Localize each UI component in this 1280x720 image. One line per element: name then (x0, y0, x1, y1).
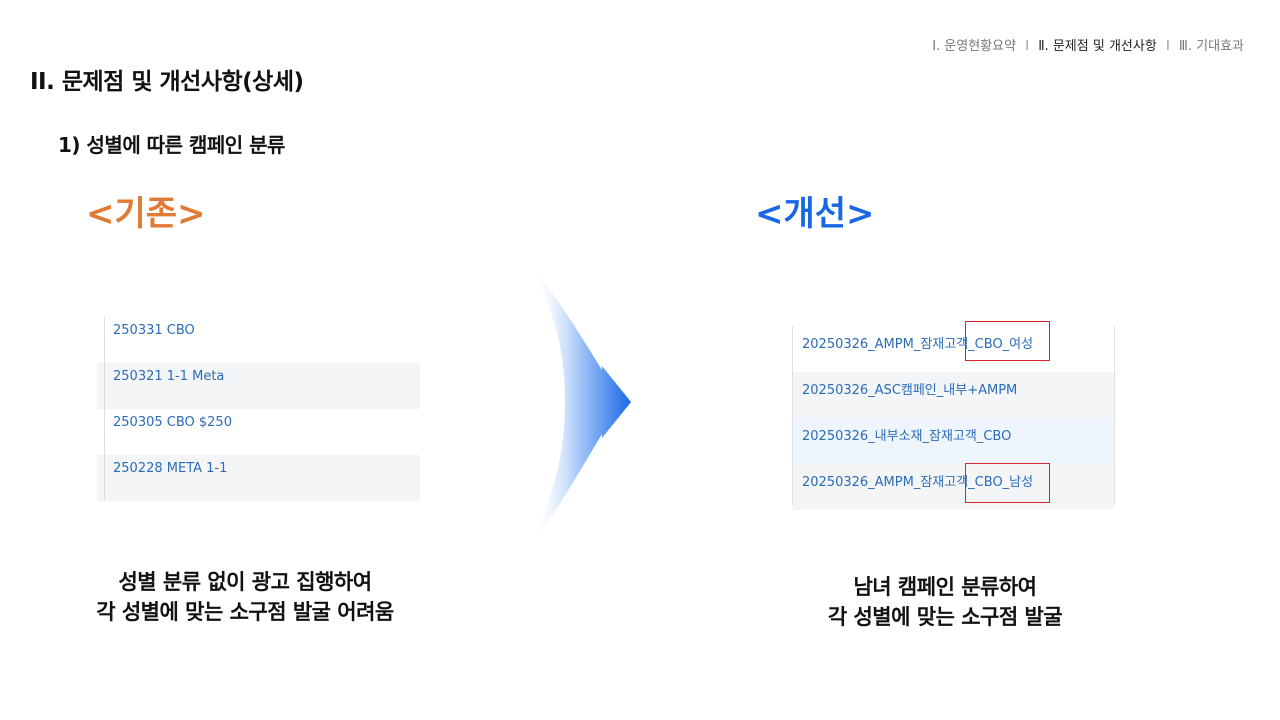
nav-item-effects[interactable]: Ⅲ. 기대효과 (1178, 39, 1244, 54)
campaign-name: 20250326_내부소재_잠재고객_CBO (802, 429, 1012, 444)
after-label: <개선> (755, 194, 875, 234)
before-campaign-list: 250331 CBO 250321 1-1 Meta 250305 CBO $2… (97, 317, 420, 501)
list-divider (1114, 326, 1115, 505)
highlight-box-male (965, 463, 1050, 503)
list-divider (792, 326, 793, 505)
after-campaign-list: 20250326_AMPM_잠재고객_CBO_여성 20250326_ASC캠페… (792, 326, 1115, 510)
section-navigation: Ⅰ. 운영현황요약 I Ⅱ. 문제점 및 개선사항 I Ⅲ. 기대효과 (932, 35, 1244, 54)
transition-arrow-icon (530, 262, 631, 547)
list-divider (104, 317, 105, 501)
caption-line: 성별 분류 없이 광고 집행하여 (118, 570, 372, 594)
caption-line: 각 성별에 맞는 소구점 발굴 어려움 (96, 600, 394, 624)
nav-separator: I (1165, 39, 1170, 54)
list-item[interactable]: 250331 CBO (97, 317, 420, 363)
caption-line: 각 성별에 맞는 소구점 발굴 (827, 605, 1063, 629)
list-item[interactable]: 20250326_내부소재_잠재고객_CBO (793, 418, 1114, 464)
nav-item-summary[interactable]: Ⅰ. 운영현황요약 (932, 39, 1017, 54)
list-item[interactable]: 250228 META 1-1 (97, 455, 420, 501)
campaign-name: 20250326_AMPM_잠재고객_CBO_여성 (802, 337, 1034, 352)
before-caption: 성별 분류 없이 광고 집행하여 각 성별에 맞는 소구점 발굴 어려움 (55, 567, 435, 627)
caption-line: 남녀 캠페인 분류하여 (853, 575, 1037, 599)
list-item[interactable]: 20250326_ASC캠페인_내부+AMPM (793, 372, 1114, 418)
section-subtitle: 1) 성별에 따른 캠페인 분류 (58, 133, 285, 157)
campaign-name: 20250326_ASC캠페인_내부+AMPM (802, 383, 1018, 398)
list-item[interactable]: 20250326_AMPM_잠재고객_CBO_남성 (793, 464, 1114, 510)
list-item[interactable]: 250305 CBO $250 (97, 409, 420, 455)
campaign-name: 250331 CBO (113, 323, 195, 338)
before-label: <기존> (86, 194, 206, 234)
list-item[interactable]: 250321 1-1 Meta (97, 363, 420, 409)
page-title: II. 문제점 및 개선사항(상세) (30, 69, 304, 95)
campaign-name: 20250326_AMPM_잠재고객_CBO_남성 (802, 475, 1034, 490)
nav-separator: I (1025, 39, 1030, 54)
campaign-name: 250228 META 1-1 (113, 461, 228, 476)
campaign-name: 250321 1-1 Meta (113, 369, 225, 384)
after-caption: 남녀 캠페인 분류하여 각 성별에 맞는 소구점 발굴 (745, 572, 1145, 632)
highlight-box-female (965, 321, 1050, 361)
nav-item-issues[interactable]: Ⅱ. 문제점 및 개선사항 (1038, 39, 1157, 54)
list-item[interactable]: 20250326_AMPM_잠재고객_CBO_여성 (793, 326, 1114, 372)
campaign-name: 250305 CBO $250 (113, 415, 232, 430)
